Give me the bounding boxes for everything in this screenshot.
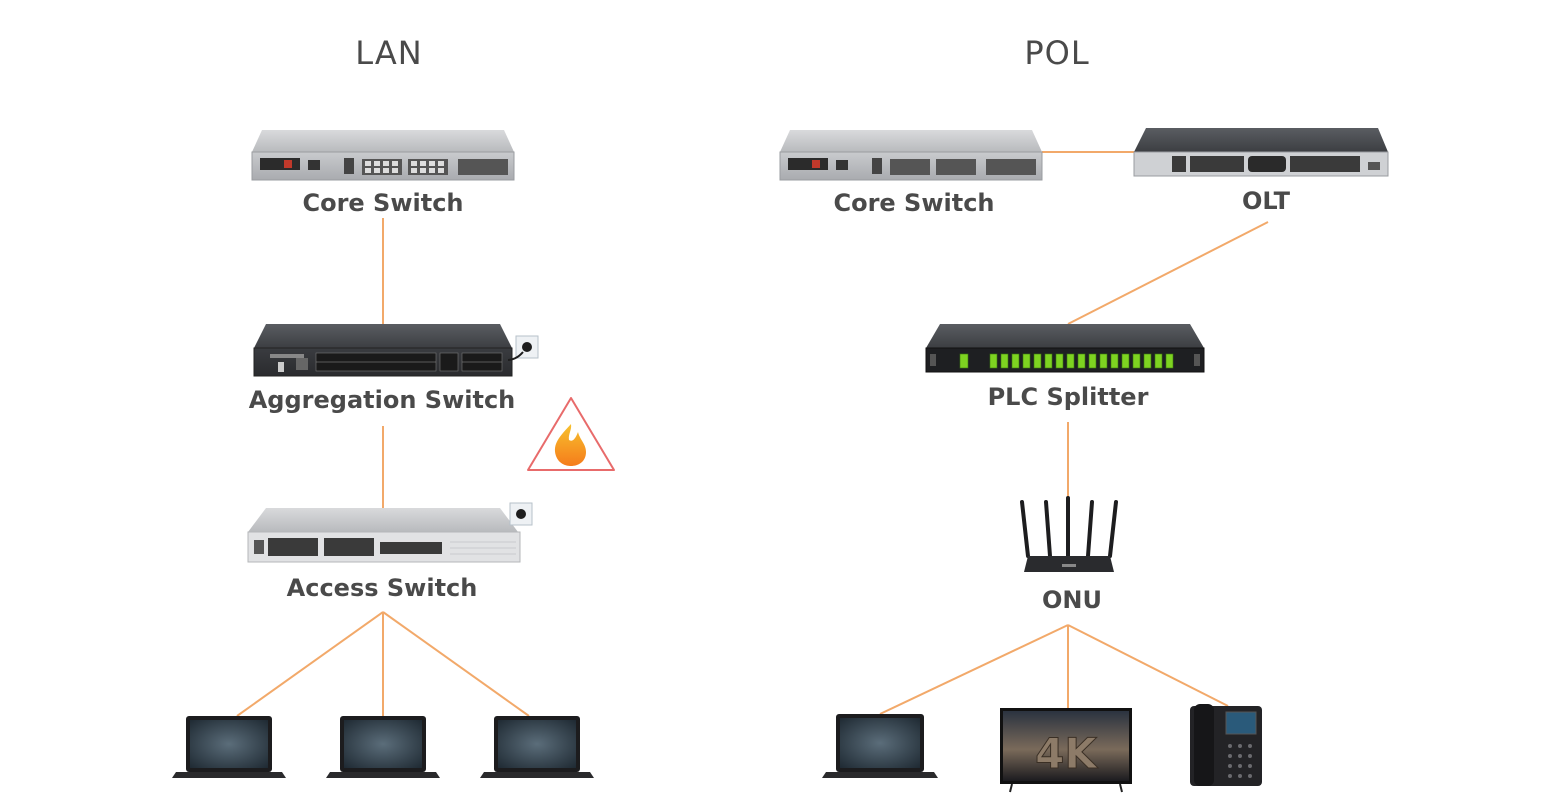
pol-core-switch-device — [779, 130, 1043, 181]
laptop-icon — [326, 716, 440, 778]
plc-splitter-device — [925, 324, 1205, 373]
pol-onu-label: ONU — [1042, 586, 1102, 614]
pol-plc-splitter-label: PLC Splitter — [987, 383, 1149, 411]
lan-access-switch-label: Access Switch — [286, 574, 478, 602]
lan-aggregation-switch-label: Aggregation Switch — [248, 386, 516, 414]
link-pol-olt-splitter — [1067, 221, 1269, 325]
link-lan-access-laptop-1 — [236, 611, 384, 717]
lan-aggregation-switch-device — [253, 324, 513, 377]
link-lan-access-laptop-3 — [382, 611, 530, 717]
laptop-icon — [480, 716, 594, 778]
pol-olt-label: OLT — [1241, 187, 1291, 215]
olt-device — [1133, 128, 1389, 177]
link-pol-onu-phone — [1067, 624, 1229, 707]
connection-lines — [236, 151, 1269, 717]
power-plug-icon — [507, 335, 539, 361]
lan-core-switch-device — [251, 130, 515, 181]
lan-section-title: LAN — [355, 34, 423, 72]
ip-phone-icon — [1190, 704, 1262, 786]
link-pol-onu-laptop — [879, 624, 1069, 715]
laptop-icon — [172, 716, 286, 778]
flame-warning-icon — [527, 397, 615, 471]
pol-section-title: POL — [1024, 34, 1090, 72]
power-plug-icon — [509, 502, 533, 526]
tv-4k-text: 4K — [1035, 729, 1098, 778]
lan-access-switch-device — [247, 508, 521, 563]
laptop-icon — [822, 714, 938, 778]
tv-icon: 4K — [1000, 708, 1132, 793]
wifi-router-icon — [1020, 496, 1118, 572]
pol-core-switch-label: Core Switch — [833, 189, 995, 217]
lan-core-switch-label: Core Switch — [302, 189, 464, 217]
